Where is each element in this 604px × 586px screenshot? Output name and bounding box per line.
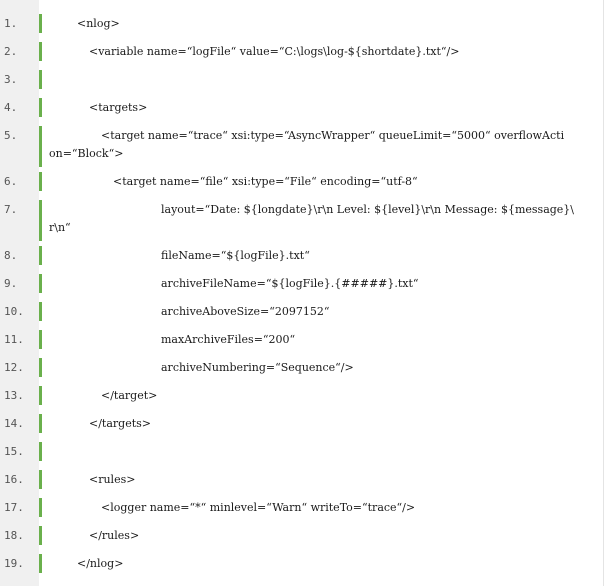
line-marker bbox=[39, 498, 42, 517]
line-marker bbox=[39, 246, 42, 265]
code-text: layout=“Date: ${longdate}\r\n Level: ${l… bbox=[161, 203, 575, 216]
line-number: 13. bbox=[4, 389, 24, 402]
line-marker bbox=[39, 42, 42, 61]
code-text-continuation: r\n“ bbox=[49, 221, 71, 234]
line-marker bbox=[39, 200, 42, 241]
line-marker bbox=[39, 70, 42, 89]
line-number: 6. bbox=[4, 175, 18, 188]
code-text: <target name=“trace“ xsi:type=“AsyncWrap… bbox=[101, 129, 565, 142]
line-marker bbox=[39, 172, 42, 191]
code-text: </rules> bbox=[89, 529, 140, 542]
line-marker bbox=[39, 126, 42, 167]
line-number: 17. bbox=[4, 501, 24, 514]
line-marker bbox=[39, 14, 42, 33]
line-number: 12. bbox=[4, 361, 24, 374]
line-marker bbox=[39, 470, 42, 489]
line-number: 2. bbox=[4, 45, 18, 58]
code-text: <rules> bbox=[89, 473, 136, 486]
line-number: 5. bbox=[4, 129, 18, 142]
line-marker bbox=[39, 358, 42, 377]
code-text: <targets> bbox=[89, 101, 148, 114]
code-text: <target name=“file“ xsi:type=“File“ enco… bbox=[113, 175, 418, 188]
line-number-gutter bbox=[0, 0, 39, 586]
code-text: maxArchiveFiles=“200“ bbox=[161, 333, 296, 346]
line-marker bbox=[39, 386, 42, 405]
code-text: archiveNumbering=“Sequence“/> bbox=[161, 361, 354, 374]
line-marker bbox=[39, 302, 42, 321]
line-number: 4. bbox=[4, 101, 18, 114]
line-number: 1. bbox=[4, 17, 18, 30]
line-number: 8. bbox=[4, 249, 18, 262]
code-text: </target> bbox=[101, 389, 158, 402]
line-marker bbox=[39, 274, 42, 293]
line-number: 15. bbox=[4, 445, 24, 458]
code-text: </nlog> bbox=[77, 557, 124, 570]
code-text: archiveAboveSize=“2097152“ bbox=[161, 305, 330, 318]
line-number: 19. bbox=[4, 557, 24, 570]
line-marker bbox=[39, 526, 42, 545]
code-text: archiveFileName=“${logFile}.{#####}.txt“ bbox=[161, 277, 419, 290]
line-marker bbox=[39, 414, 42, 433]
line-marker bbox=[39, 330, 42, 349]
code-text: <variable name=“logFile“ value=“C:\logs\… bbox=[89, 45, 460, 58]
code-text: <logger name=“*“ minlevel=“Warn“ writeTo… bbox=[101, 501, 416, 514]
code-text: fileName=“${logFile}.txt“ bbox=[161, 249, 310, 262]
code-text: <nlog> bbox=[77, 17, 120, 30]
code-text: </targets> bbox=[89, 417, 151, 430]
line-number: 11. bbox=[4, 333, 24, 346]
line-number: 10. bbox=[4, 305, 24, 318]
line-number: 16. bbox=[4, 473, 24, 486]
line-number: 7. bbox=[4, 203, 18, 216]
line-number: 9. bbox=[4, 277, 18, 290]
line-marker bbox=[39, 442, 42, 461]
line-marker bbox=[39, 554, 42, 573]
line-number: 18. bbox=[4, 529, 24, 542]
line-number: 3. bbox=[4, 73, 18, 86]
line-number: 14. bbox=[4, 417, 24, 430]
line-marker bbox=[39, 98, 42, 117]
code-text-continuation: on=“Block“> bbox=[49, 147, 124, 160]
